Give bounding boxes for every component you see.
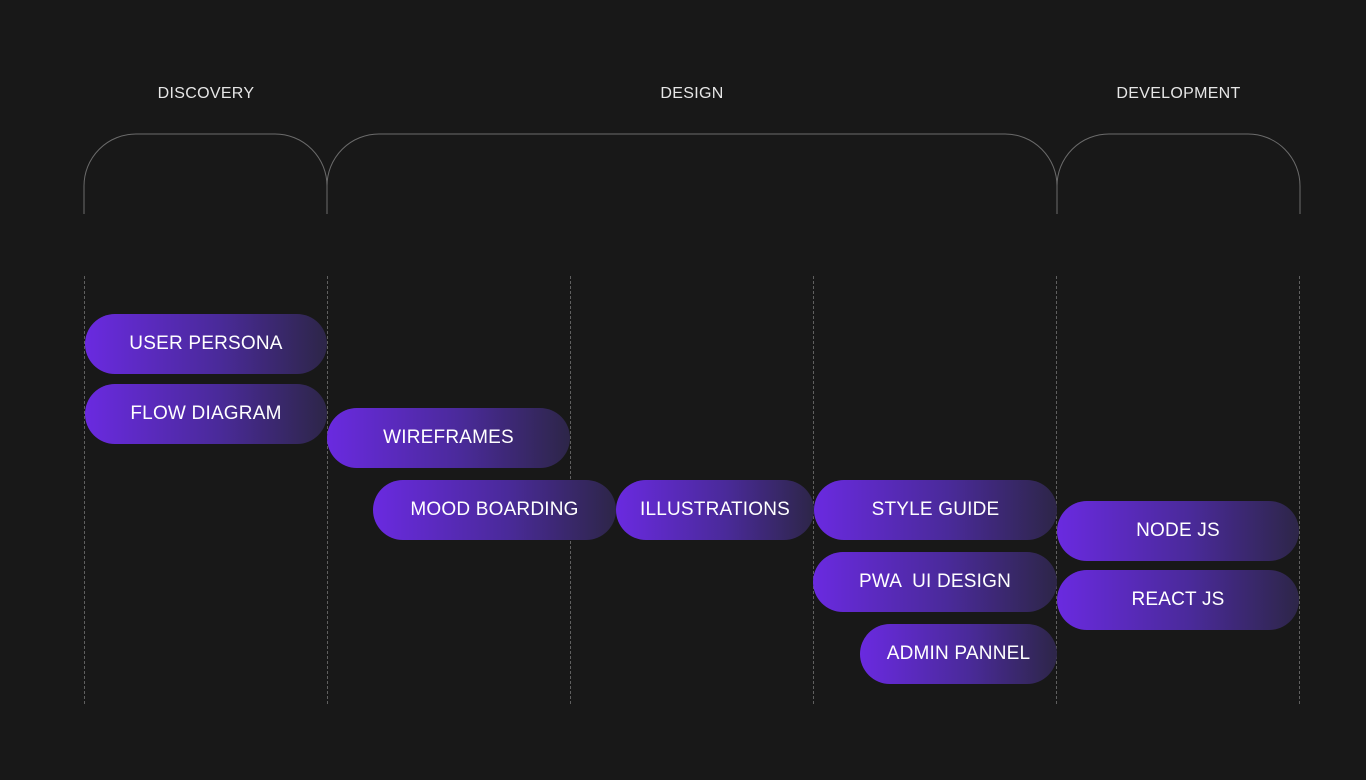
column-guide-2	[327, 276, 328, 704]
task-node-js: NODE JS	[1057, 501, 1299, 561]
phase-label-discovery: DISCOVERY	[157, 85, 255, 102]
task-user-persona: USER PERSONA	[85, 314, 327, 374]
column-guide-6	[1299, 276, 1300, 704]
bracket-development	[1056, 133, 1301, 214]
task-mood-boarding: MOOD BOARDING	[373, 480, 616, 540]
phase-label-development: DEVELOPMENT	[1116, 85, 1241, 102]
task-react-js: REACT JS	[1057, 570, 1299, 630]
phase-label-design: DESIGN	[660, 85, 724, 102]
task-wireframes: WIREFRAMES	[327, 408, 570, 468]
task-flow-diagram: FLOW DIAGRAM	[85, 384, 327, 444]
bracket-design	[326, 133, 1058, 214]
task-pwa-ui-design: PWA UI DESIGN	[813, 552, 1057, 612]
task-admin-pannel: ADMIN PANNEL	[860, 624, 1057, 684]
column-guide-1	[84, 276, 85, 704]
column-guide-4	[813, 276, 814, 704]
task-illustrations: ILLUSTRATIONS	[616, 480, 814, 540]
column-guide-5	[1056, 276, 1057, 704]
task-style-guide: STYLE GUIDE	[814, 480, 1057, 540]
bracket-discovery	[83, 133, 328, 214]
